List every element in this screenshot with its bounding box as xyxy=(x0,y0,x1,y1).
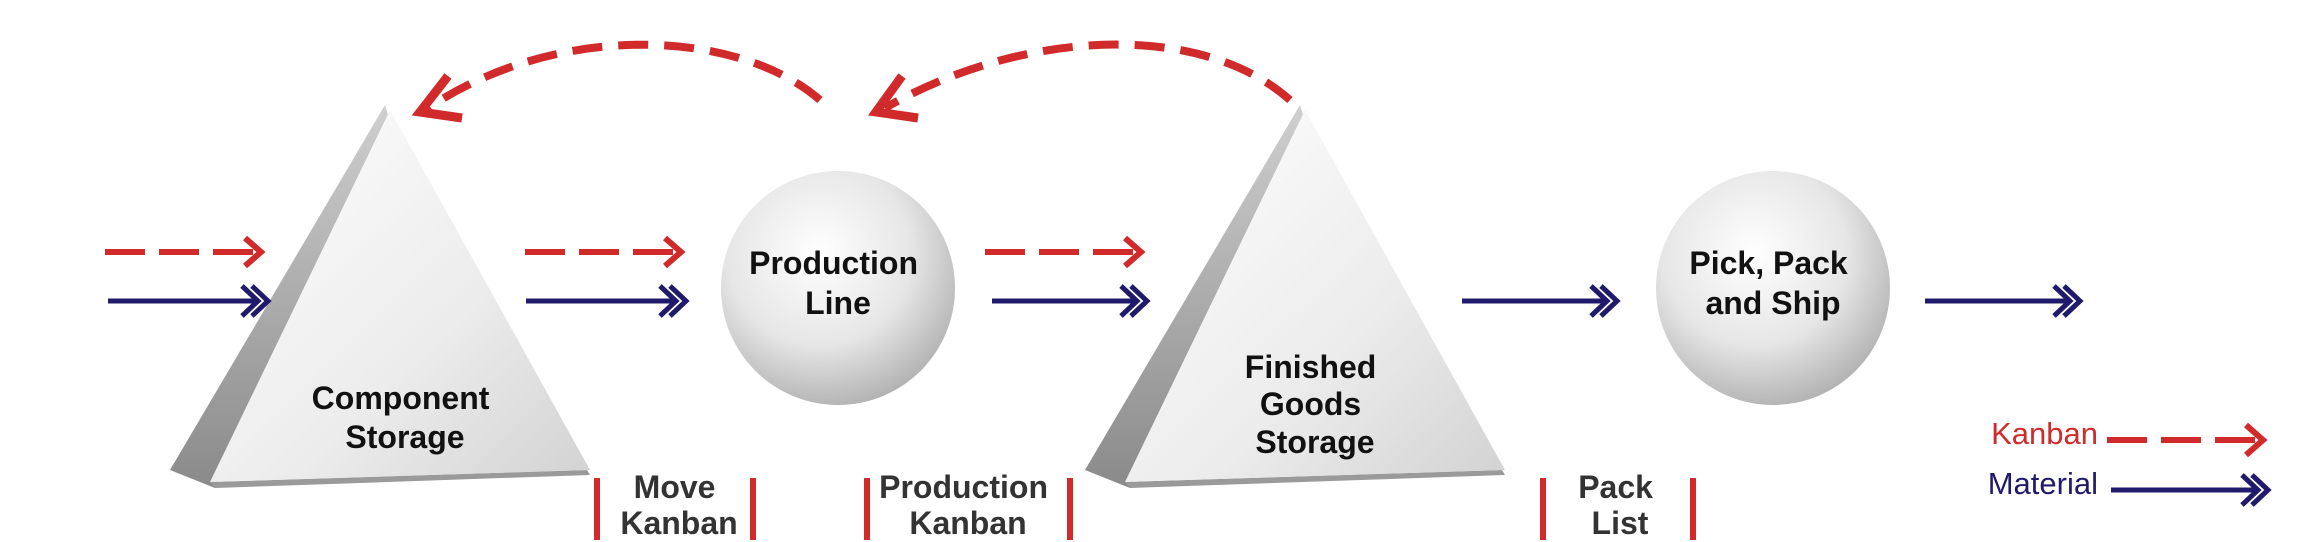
finished-goods-storage-label: Finished Goods Storage xyxy=(1245,349,1385,460)
material-arrowhead xyxy=(1599,284,1621,318)
material-arrowhead xyxy=(668,284,690,318)
kanban-flow-arrows xyxy=(105,235,1146,269)
kanban-arrowhead xyxy=(663,235,686,269)
material-arrowhead xyxy=(1119,284,1141,318)
component-storage-label: Component Storage xyxy=(312,380,499,455)
pick-pack-ship-sphere: Pick, Pack and Ship xyxy=(1656,171,1890,405)
kanban-feedback-arcs xyxy=(411,40,1293,123)
kanban-feedback-arrowhead xyxy=(411,73,463,123)
material-arrowhead xyxy=(1589,284,1611,318)
material-arrowhead xyxy=(240,284,262,318)
pack-list-card: Pack List xyxy=(1540,469,1696,541)
pack-list-label: Pack List xyxy=(1578,469,1662,541)
material-arrowhead xyxy=(250,284,272,318)
legend-material-arrowhead xyxy=(2250,473,2272,507)
production-kanban-label: Production Kanban xyxy=(879,469,1057,541)
legend-kanban-arrowhead xyxy=(2244,422,2268,458)
legend-material-arrowhead xyxy=(2240,473,2262,507)
legend: Kanban Material xyxy=(1988,416,2272,507)
kanban-feedback-arc-to-production-line xyxy=(883,40,1293,112)
kanban-feedback-arrowhead xyxy=(867,73,919,123)
kanban-arrowhead xyxy=(243,235,266,269)
legend-kanban-label: Kanban xyxy=(1991,416,2098,451)
production-line-label: Production Line xyxy=(749,245,927,321)
material-flow-arrows xyxy=(108,284,2084,318)
material-arrowhead xyxy=(2052,284,2074,318)
production-kanban-card: Production Kanban xyxy=(864,469,1073,541)
material-arrowhead xyxy=(2062,284,2084,318)
kanban-arrowhead xyxy=(1123,235,1146,269)
move-kanban-label: Move Kanban xyxy=(620,469,737,541)
legend-material-label: Material xyxy=(1988,466,2098,501)
pick-pack-ship-label: Pick, Pack and Ship xyxy=(1689,245,1856,321)
component-storage-triangle: Component Storage xyxy=(170,105,590,488)
production-line-sphere: Production Line xyxy=(721,171,955,405)
finished-goods-storage-triangle: Finished Goods Storage xyxy=(1085,105,1505,488)
material-arrowhead xyxy=(658,284,680,318)
move-kanban-card: Move Kanban xyxy=(594,469,756,541)
kanban-feedback-arc-to-component-storage xyxy=(425,40,823,112)
material-arrowhead xyxy=(1129,284,1151,318)
